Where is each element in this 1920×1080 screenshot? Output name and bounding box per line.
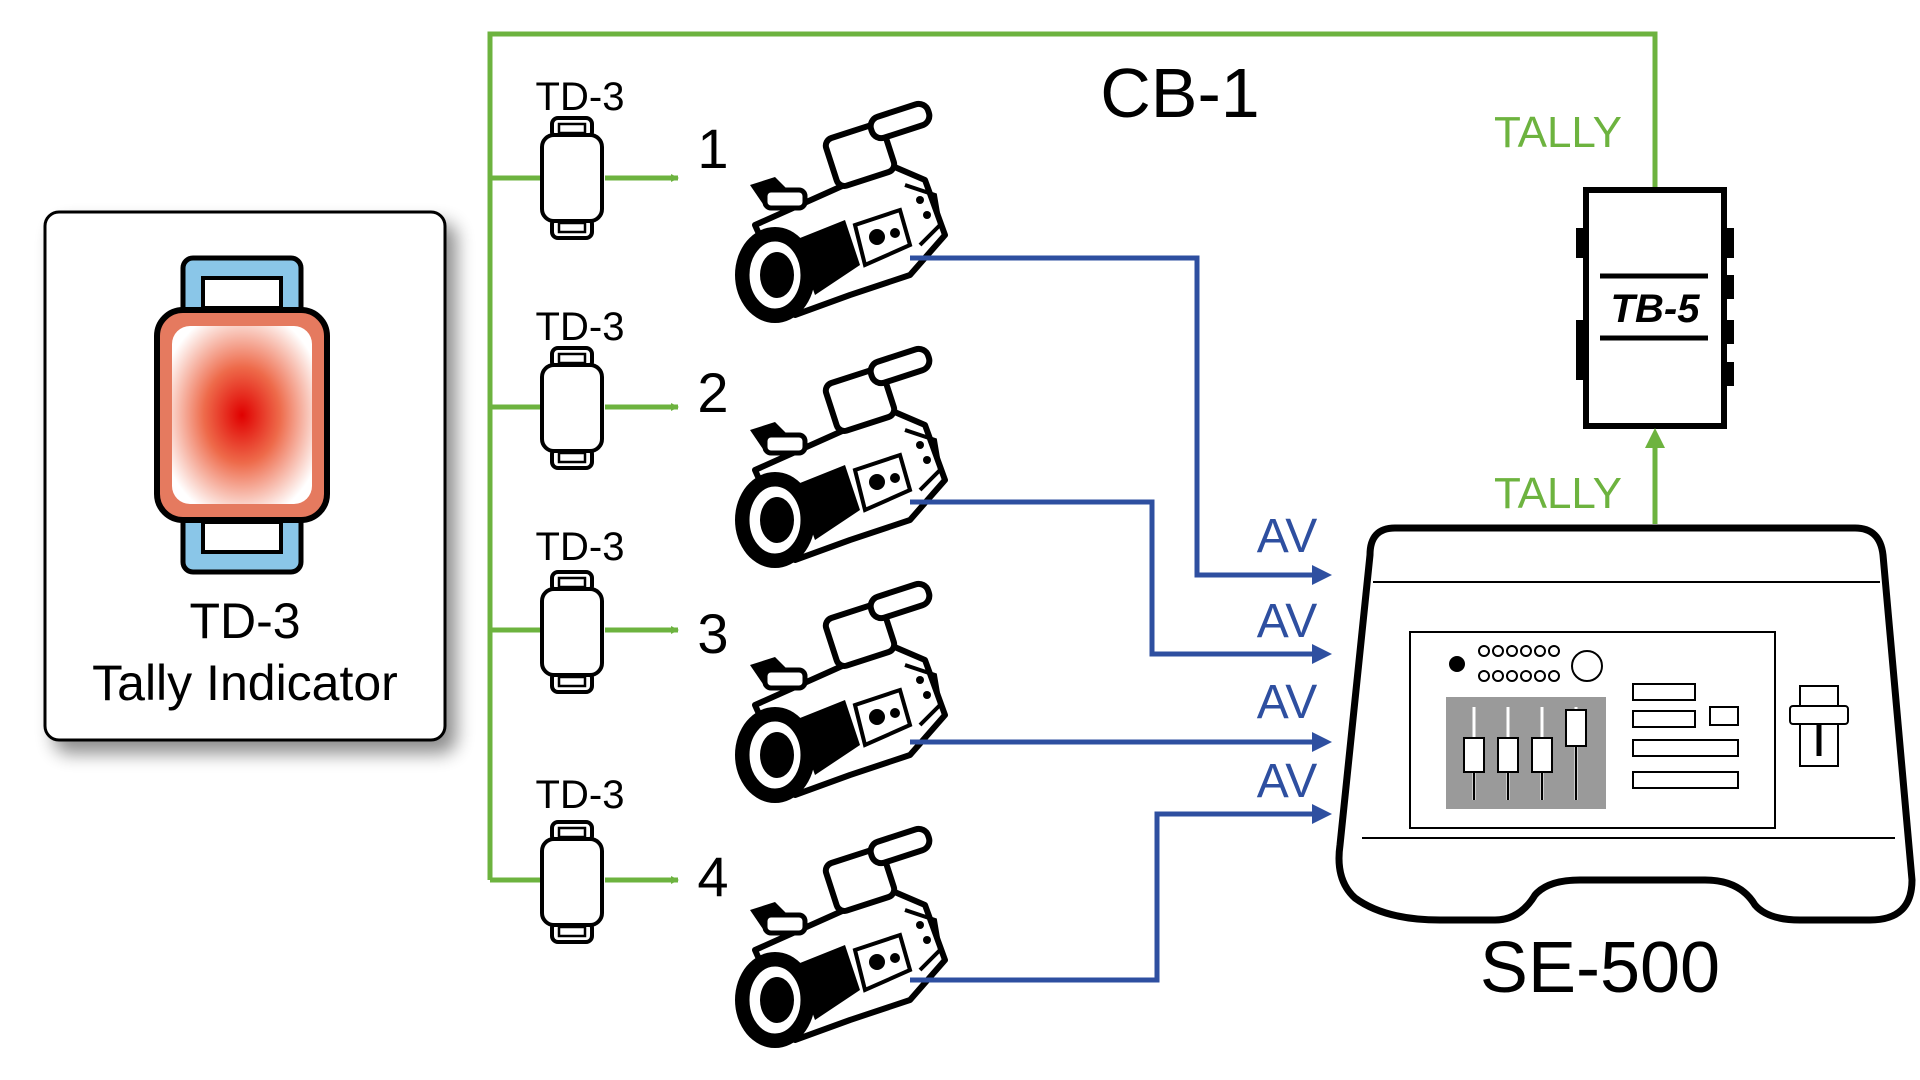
av-lines: [910, 255, 1318, 983]
camera-icon-4: [735, 826, 945, 1048]
switcher-label: SE-500: [1480, 928, 1720, 1008]
td3-large-icon: [154, 255, 330, 575]
av-label-2: AV: [1257, 595, 1317, 648]
td3-label-1: TD-3: [536, 75, 625, 119]
card-model-label: TD-3: [189, 593, 300, 649]
av-label-1: AV: [1257, 510, 1317, 563]
tb5-label: TB-5: [1611, 287, 1701, 331]
tally-label-upper: TALLY: [1494, 108, 1622, 157]
card-caption: Tally Indicator: [92, 655, 398, 711]
td3-unit-4: TD-3: [536, 773, 625, 944]
cb1-tally-bus: [487, 31, 1658, 883]
camera-number-4: 4: [697, 845, 728, 908]
td3-label-4: TD-3: [536, 773, 625, 817]
td3-label-3: TD-3: [536, 525, 625, 569]
av-label-4: AV: [1257, 755, 1317, 808]
td3-unit-1: TD-3: [536, 75, 625, 240]
camera-number-3: 3: [697, 602, 728, 665]
tally-link-up: [1645, 428, 1665, 524]
camera-icon-3: [735, 581, 945, 803]
tb5-box: TB-5: [1576, 187, 1734, 429]
indicator-card: TD-3 Tally Indicator: [43, 210, 447, 742]
camera-icon-1: [735, 101, 945, 323]
se500-switcher: [1335, 524, 1916, 924]
td3-unit-3: TD-3: [536, 525, 625, 694]
camera-icon-2: [735, 346, 945, 568]
indicator-arrows: [605, 174, 679, 884]
tally-label-lower: TALLY: [1494, 469, 1622, 518]
av-arrowheads: [1312, 565, 1332, 824]
camera-number-2: 2: [697, 361, 728, 424]
av-label-3: AV: [1257, 676, 1317, 729]
td3-label-2: TD-3: [536, 305, 625, 349]
camera-number-1: 1: [697, 117, 728, 180]
bus-label: CB-1: [1100, 54, 1259, 132]
td3-unit-2: TD-3: [536, 305, 625, 470]
